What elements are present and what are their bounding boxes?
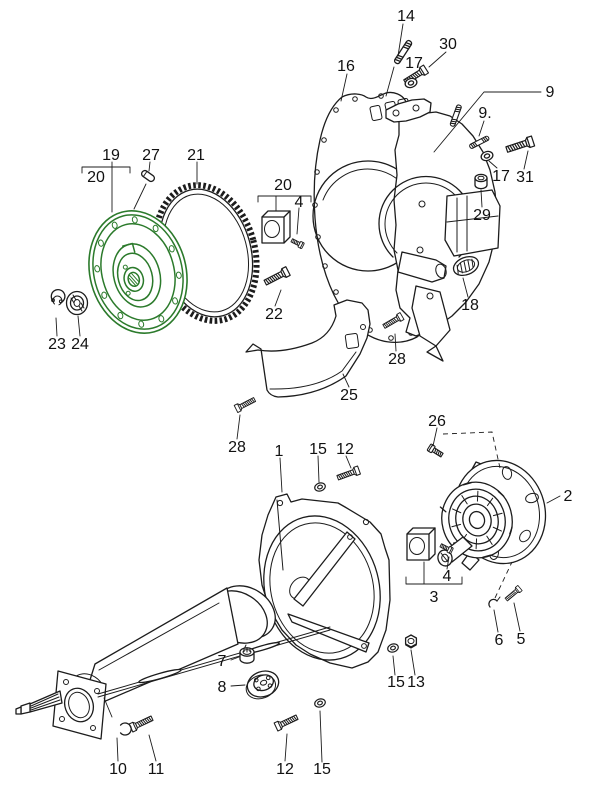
callout-28-right: 28: [388, 351, 406, 368]
part-pilot-bearing: [65, 290, 89, 316]
callout-28-left: 28: [228, 439, 246, 456]
part-nut-7: [239, 647, 255, 664]
part-transmission-case: [15, 493, 391, 740]
callout-15-right: 15: [387, 674, 405, 691]
callout-5: 5: [517, 631, 526, 648]
callout-17-mid: 17: [492, 168, 510, 185]
callout-6: 6: [495, 632, 504, 649]
part-grooved-plug: [452, 256, 480, 276]
callout-13: 13: [407, 674, 425, 691]
splined-shaft: [15, 690, 63, 715]
callout-1: 1: [275, 443, 284, 460]
callout-21: 21: [187, 147, 205, 164]
callout-17-upper: 17: [405, 55, 423, 72]
callout-24: 24: [71, 336, 89, 353]
part-washer-15-upper: [313, 480, 327, 494]
part-retainer-block-lower: [406, 527, 436, 561]
part-flywheel-highlighted: [88, 210, 188, 334]
callout-23: 23: [48, 336, 66, 353]
part-washer-15-lower: [313, 696, 327, 710]
part-screw-4-upper: [289, 237, 305, 250]
part-nut-13: [404, 634, 418, 649]
part-cover-plate: [245, 299, 371, 398]
callout-15-lower: 15: [313, 761, 331, 778]
callout-20-mid: 20: [274, 177, 292, 194]
shaft-flange: [52, 670, 107, 740]
part-washer-15-right: [386, 641, 400, 655]
part-dowel-pin: [140, 169, 156, 183]
callout-14: 14: [397, 8, 415, 25]
callout-27: 27: [142, 147, 160, 164]
part-screw-26: [426, 443, 445, 459]
callout-18: 18: [461, 297, 479, 314]
callout-9: 9: [546, 84, 555, 101]
callout-7: 7: [218, 653, 227, 670]
part-bolt-12-upper: [335, 465, 361, 483]
callout-30: 30: [439, 36, 457, 53]
callout-15-upper: 15: [309, 441, 327, 458]
part-nut-29: [474, 173, 488, 190]
part-bolt-22: [262, 266, 291, 288]
callout-3: 3: [430, 589, 439, 606]
callout-12-upper: 12: [336, 441, 354, 458]
assembly-dashed-lines: [442, 431, 513, 599]
callout-29: 29: [473, 207, 491, 224]
callout-25: 25: [340, 387, 358, 404]
callout-31: 31: [516, 169, 534, 186]
flywheel-bolt-holes: [94, 216, 182, 328]
group-brackets: [81, 166, 463, 585]
callout-26: 26: [428, 413, 446, 430]
part-bearing-8: [245, 670, 280, 700]
callout-8: 8: [218, 679, 227, 696]
part-snap-ring: [50, 288, 66, 306]
part-bolt-11: [128, 713, 155, 733]
callout-20-left: 20: [87, 169, 105, 186]
callout-16: 16: [337, 58, 355, 75]
part-bell-housing-body: [378, 98, 501, 362]
callout-11: 11: [148, 761, 165, 778]
callout-2: 2: [564, 488, 573, 505]
callout-9b: 9.: [478, 105, 491, 122]
callout-19: 19: [102, 147, 120, 164]
part-clutch-assembly: [437, 459, 547, 571]
callout-4-upper: 4: [295, 194, 304, 211]
part-bolt-5: [503, 584, 523, 603]
callout-22: 22: [265, 306, 283, 323]
callout-12-lower: 12: [276, 761, 294, 778]
part-bolt-31: [504, 135, 536, 156]
callout-labels: 14 30 17 16 9 9. 17 31 29 18 28 19 20 27…: [48, 8, 572, 778]
part-retainer-block-upper: [261, 210, 291, 244]
part-bolt-28-left: [233, 395, 257, 413]
part-clip-6: [488, 596, 501, 608]
release-bearing-stack: [439, 481, 513, 559]
part-clip-10: [119, 722, 132, 736]
callout-10: 10: [109, 761, 127, 778]
callout-4-lower: 4: [443, 568, 452, 585]
part-bolt-12-lower: [273, 712, 300, 732]
leader-lines: [55, 23, 561, 763]
